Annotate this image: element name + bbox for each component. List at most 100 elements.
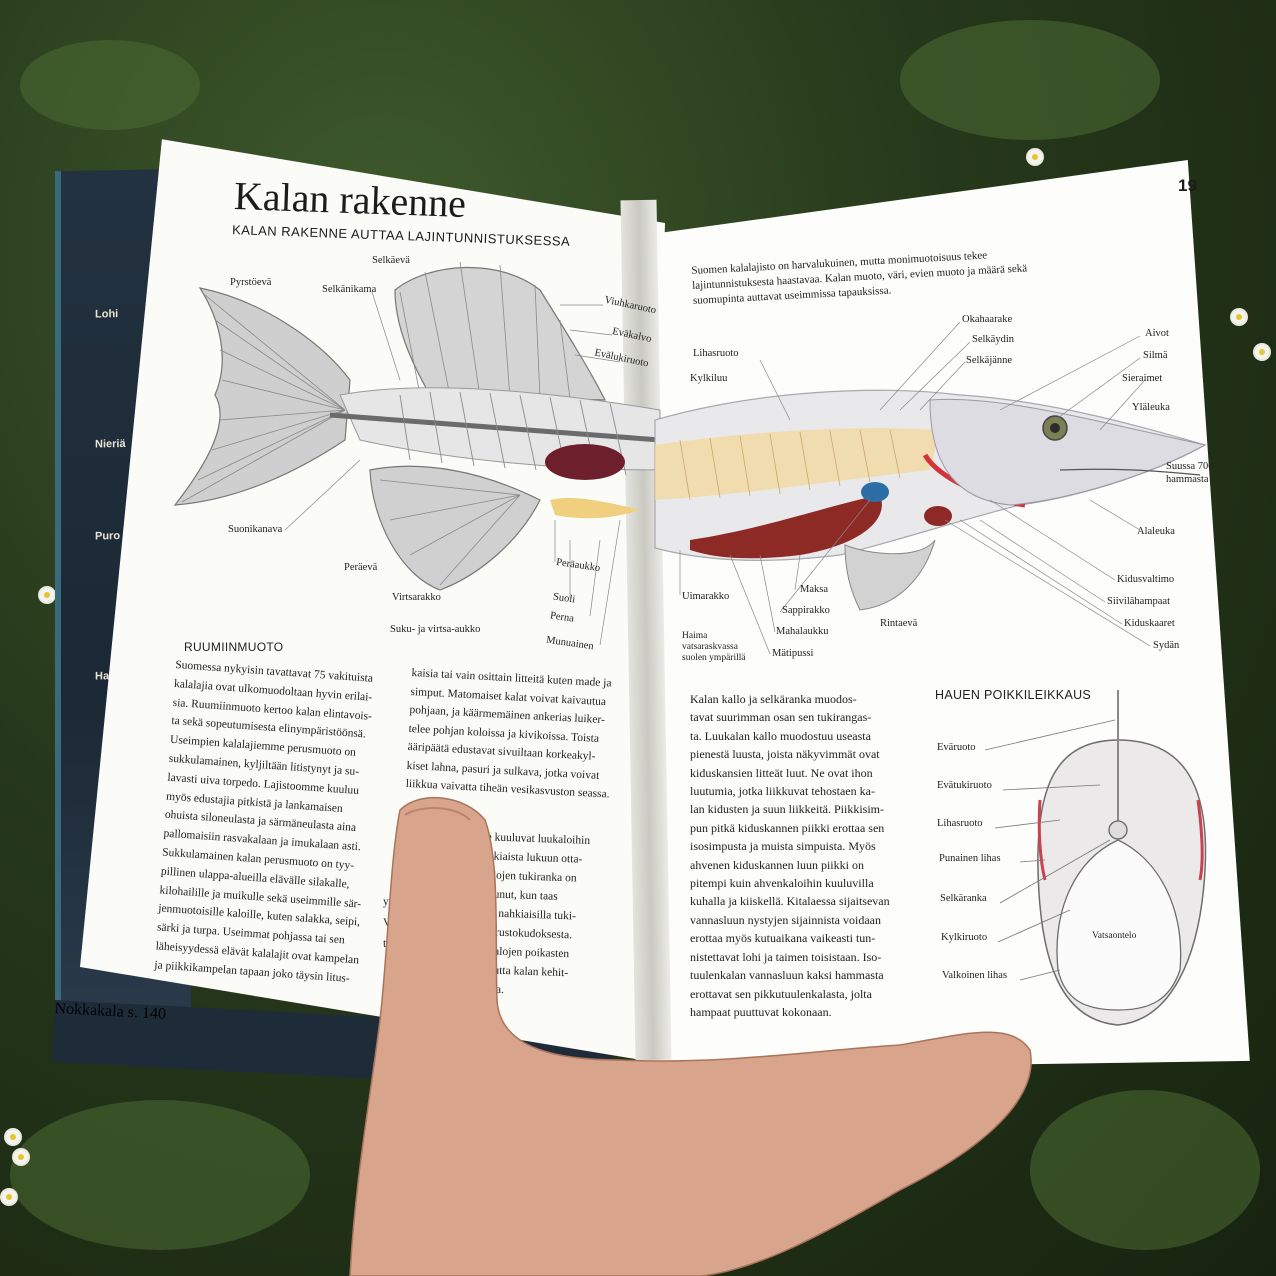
text-line: nistettavat lohi ja taimen toisistaan. I… [690, 949, 882, 964]
grass-patch [1030, 1090, 1260, 1250]
tail-fin-rays [181, 294, 346, 503]
red-muscle-right [1196, 799, 1204, 881]
text-line: ahvenen kiduskannen luun piikki on [690, 857, 864, 872]
red-muscle-left [1037, 799, 1047, 881]
label-aivot: Aivot [1145, 328, 1169, 339]
label-kidusvaltimo: Kidusvaltimo [1117, 574, 1175, 585]
section-heading-ruumiinmuoto: RUUMIINMUOTO [184, 640, 284, 654]
anal-fin [369, 465, 541, 591]
label-peraeva: Peräevä [344, 562, 378, 573]
label-sieraimet: Sieraimet [1122, 373, 1163, 384]
cs-label-punainen-lihas: Punainen lihas [939, 853, 1001, 864]
thumbnail [404, 807, 471, 821]
grass-patch [10, 1100, 310, 1250]
cs-label-evaruoto: Eväruoto [937, 742, 976, 753]
label-kylkiluu: Kylkiluu [690, 373, 728, 384]
daisy-flower [1028, 150, 1042, 164]
pectoral-fin [844, 539, 936, 611]
body-column-right: Kalan kallo ja selkäranka muodos-tavat s… [690, 690, 930, 1021]
heart [924, 506, 952, 526]
text-line: vannasluun nystyjen sijainnista voidaan [690, 912, 881, 927]
label-selkajanne: Selkäjänne [966, 355, 1013, 366]
daisy-flower [2, 1190, 16, 1204]
label-virtsarakko: Virtsarakko [392, 592, 441, 603]
text-line: lan kidusten ja suun liikkeitä. Piikkisi… [690, 802, 884, 817]
muscle-ribs [655, 428, 940, 500]
dorsal-fin-rays [399, 261, 571, 400]
label-hammasta: hammasta [1166, 474, 1209, 485]
label-okahaarake: Okahaarake [962, 314, 1013, 325]
text-line: pitempi kuin ahvenkaloihin kuuluvilla [690, 876, 874, 891]
cs-label-selkaranka: Selkäranka [940, 893, 987, 904]
label-lihasruoto: Lihasruoto [693, 348, 739, 359]
label-rintaeva: Rintaevä [880, 618, 918, 629]
spine-section [1108, 820, 1128, 840]
daisy-flower [1232, 310, 1246, 324]
text-line: tavat suurimman osan sen tukirangas- [690, 710, 872, 725]
label-selkaydin: Selkäydin [972, 334, 1014, 345]
label-sydan: Sydän [1153, 640, 1180, 651]
cs-label-vatsaontelo: Vatsaontelo [1092, 931, 1137, 941]
spine [329, 412, 661, 443]
cross-section-heading: HAUEN POIKKILEIKKAUS [935, 688, 1092, 702]
intestine [550, 498, 640, 519]
label-suku-virtsa: Suku- ja virtsa-aukko [390, 624, 481, 635]
anal-fin-rays [379, 479, 521, 586]
label-maksa: Maksa [800, 584, 828, 595]
label-ylaleuka: Yläleuka [1132, 402, 1170, 413]
label-suonikanava: Suonikanava [228, 524, 283, 535]
cross-section-leader-lines [984, 719, 1116, 981]
label-uimarakko: Uimarakko [682, 591, 730, 602]
label-haima-2: vatsaraskvassa [682, 642, 738, 652]
text-line: kiduskansien litteät luut. Ne ovat ihon [690, 765, 873, 780]
daisy-flower [40, 588, 54, 602]
label-leader-lines [284, 291, 1151, 655]
ribs [399, 391, 627, 476]
text-line: erottavat sen pikkutuulenkalasta, jolta [690, 986, 872, 1001]
kidney [545, 444, 625, 480]
gall-bladder [861, 482, 889, 502]
cs-label-lihasruoto: Lihasruoto [937, 818, 983, 829]
liver-stomach [690, 495, 882, 559]
text-line: yn [383, 896, 395, 908]
daisy-flower [1255, 345, 1269, 359]
text-line: pun pitkä kiduskannen piikki erottaa sen [690, 820, 885, 835]
label-haima-3: suolen ympärillä [682, 653, 746, 663]
tail-fin [173, 287, 351, 506]
grass-patch [900, 20, 1160, 140]
cs-label-kylkiruoto: Kylkiruoto [941, 932, 988, 943]
text-line: ta. Luukalan kallo muodostuu useasta [690, 728, 871, 743]
label-selkaeva: Selkäevä [372, 255, 410, 266]
text-line: pienestä luusta, joista näkyvimmät ovat [690, 747, 880, 762]
hand-shape [349, 797, 1032, 1276]
rib-lines [679, 429, 901, 501]
label-pyrstoeva: Pyrstöevä [230, 277, 272, 288]
label-mahalaukku: Mahalaukku [776, 626, 829, 637]
daisy-flower [14, 1150, 28, 1164]
text-line: tuulenkalan vannasluun kaksi hammasta [690, 968, 884, 983]
text-line: hampaat puuttuvat kokonaan. [690, 1004, 832, 1019]
label-kiduskaaret: Kiduskaaret [1124, 618, 1175, 629]
label-suussa-700: Suussa 700 [1166, 461, 1214, 472]
text-line: erottaa myös kutuaikana vaikeasti tun- [690, 931, 876, 946]
cs-label-valkoinen-lihas: Valkoinen lihas [942, 970, 1008, 981]
text-line: Kalan kallo ja selkäranka muodos- [690, 692, 857, 706]
page-number: 19 [1178, 176, 1197, 195]
pupil [1050, 423, 1060, 433]
dorsal-fin [394, 266, 606, 401]
label-matipussi: Mätipussi [772, 648, 814, 659]
label-silma: Silmä [1143, 350, 1168, 361]
label-haima: Haima [682, 631, 708, 641]
text-line: isosimpusta ja muista simpuista. Myös [690, 839, 876, 854]
label-selkanikama: Selkänikama [322, 284, 377, 295]
label-sappirakko: Sappirakko [782, 605, 830, 616]
daisy-flower [6, 1130, 20, 1144]
cs-label-evatukiruoto: Evätukiruoto [937, 780, 992, 791]
grass-patch [20, 40, 200, 130]
label-siivilahampaat: Siivilähampaat [1107, 596, 1170, 607]
body-cavity [1056, 839, 1182, 1011]
text-line: luutumia, jotka liikkuvat tehostaen ka- [690, 784, 875, 799]
jaw-line [1059, 468, 1201, 476]
